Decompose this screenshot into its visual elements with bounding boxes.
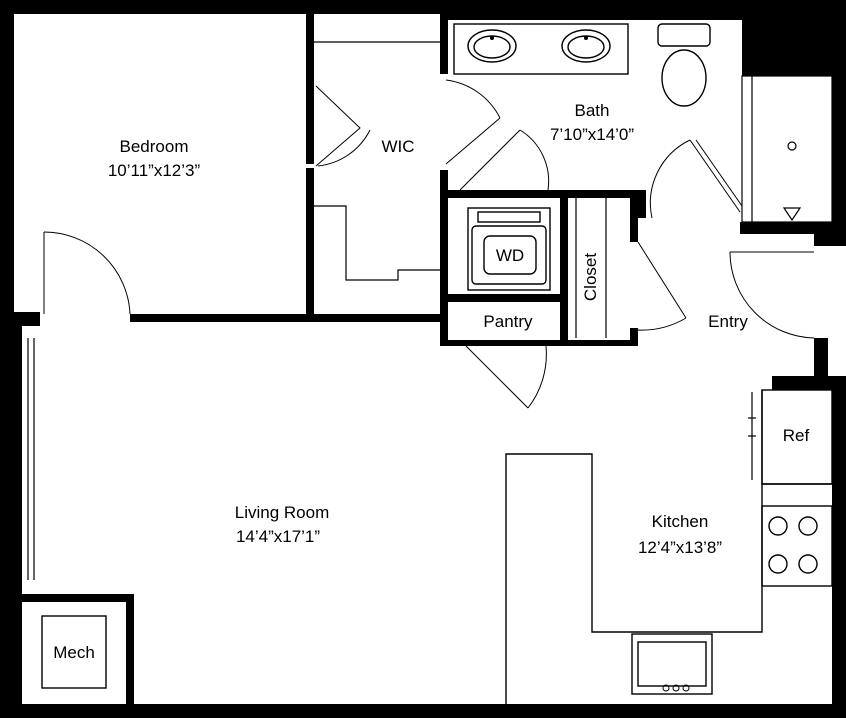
bedroom-label: Bedroom — [120, 137, 189, 156]
bath-fixtures — [453, 23, 802, 222]
burner-icon — [798, 516, 818, 536]
washer-dryer — [467, 207, 551, 291]
wall-right-upper — [832, 0, 846, 246]
wall-closet-right-bottom — [630, 328, 638, 344]
bath-label: Bath — [575, 101, 610, 120]
vanity-counter — [453, 23, 629, 75]
wall-laundry-closet — [560, 194, 568, 344]
wall-bottom — [0, 704, 846, 718]
shower-drain-icon — [787, 141, 797, 151]
wall-bedroom-wic-lower — [306, 168, 314, 320]
wall-left-upper — [0, 0, 14, 326]
wall-bath-right-low — [638, 190, 646, 218]
wall-bedroom-living — [130, 314, 448, 322]
wall-right-lower — [832, 376, 846, 718]
entry-label: Entry — [708, 312, 748, 331]
wall-closet-right-top — [630, 194, 638, 242]
closet-label: Closet — [581, 253, 600, 301]
pantry-label: Pantry — [483, 312, 533, 331]
wall-left-lower — [0, 326, 22, 718]
shower-head-icon — [782, 207, 802, 222]
wall-wic-bath-lower — [440, 170, 448, 346]
wd-label: WD — [496, 246, 524, 265]
wall-right-entry — [814, 338, 828, 388]
refrigerator — [761, 389, 833, 485]
wic-label: WIC — [381, 137, 414, 156]
wall-top-right-block — [742, 0, 846, 76]
kitchen-sink — [631, 633, 713, 695]
room-labels: Bedroom 10’11”x12’3” WIC Bath 7’10”x14’0… — [53, 101, 809, 662]
wall-bath-top — [446, 0, 744, 20]
kitchen-island — [505, 390, 763, 704]
living-room-label: Living Room — [235, 503, 330, 522]
burner-icon — [798, 554, 818, 574]
toilet-tank — [657, 23, 711, 47]
ref-label: Ref — [783, 426, 810, 445]
wall-laundry-bottom — [446, 294, 568, 302]
partitions — [5, 41, 833, 580]
wall-bath-laundry — [446, 190, 646, 198]
wall-bedroom-wic — [306, 14, 314, 164]
sink-right-icon — [561, 29, 611, 63]
bedroom-dimensions: 10’11”x12’3” — [108, 161, 201, 180]
kitchen-dimensions: 12’4”x13’8” — [638, 538, 722, 557]
living-room-dimensions: 14’4”x17’1” — [236, 527, 320, 546]
doors — [43, 79, 815, 409]
wall-right-jog — [772, 376, 846, 390]
sink-left-icon — [467, 29, 517, 63]
toilet-icon — [661, 49, 707, 107]
kitchen-fixtures — [505, 389, 833, 704]
burner-icon — [768, 554, 788, 574]
interior-walls — [130, 14, 646, 346]
burner-icon — [768, 516, 788, 536]
wall-left-notch — [0, 312, 40, 326]
bath-dimensions: 7’10”x14’0” — [550, 125, 634, 144]
wall-top-left — [0, 0, 446, 14]
wall-right-step — [814, 234, 846, 246]
cooktop — [761, 505, 833, 587]
wall-wic-bath — [440, 14, 448, 74]
wall-pantry-bottom — [446, 340, 638, 346]
wall-shower-bottom — [740, 222, 846, 234]
mech-closet — [22, 594, 134, 704]
kitchen-label: Kitchen — [652, 512, 709, 531]
mech-label: Mech — [53, 643, 95, 662]
